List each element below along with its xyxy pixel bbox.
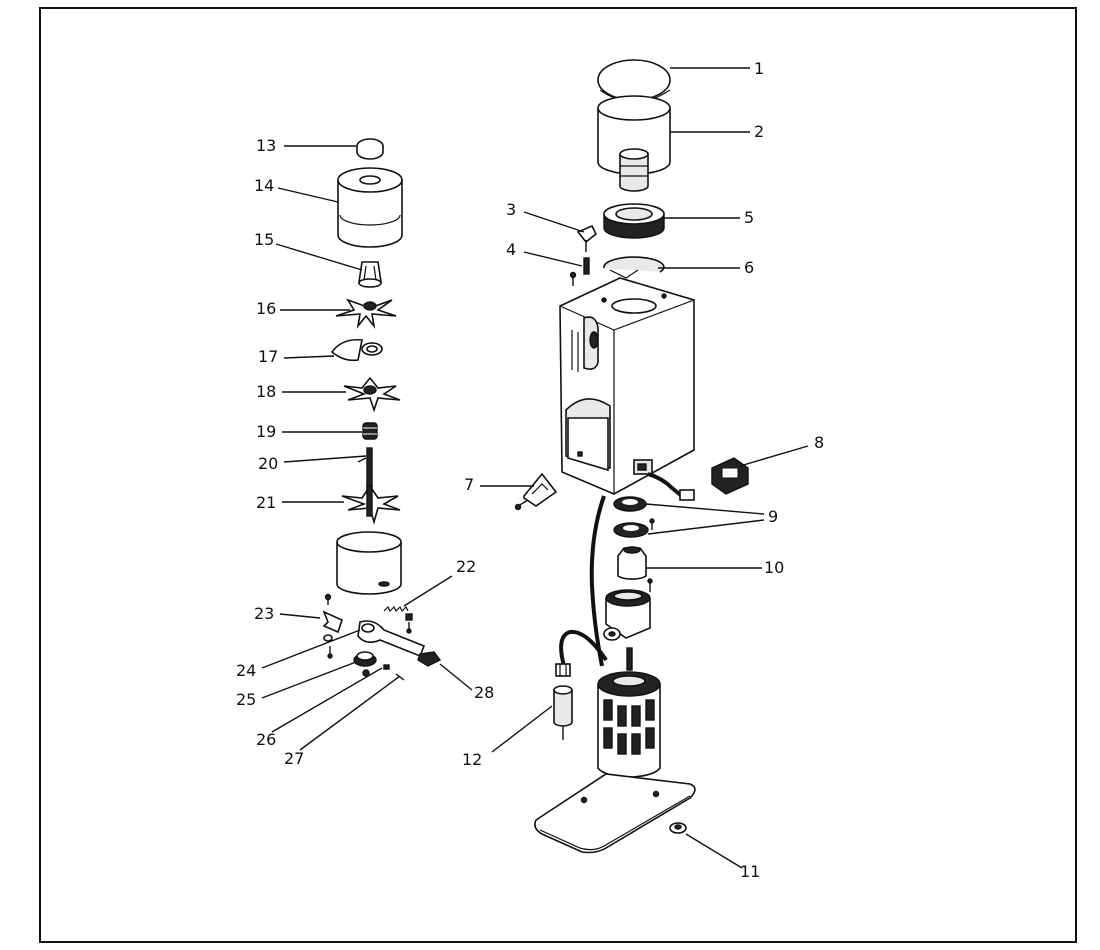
- leader-3: [523, 211, 585, 233]
- callout-15: 15: [254, 230, 274, 249]
- callout-7: 7: [464, 475, 474, 494]
- part-19-spring: [362, 422, 378, 440]
- part-10-coupling: [617, 546, 653, 592]
- callout-13: 13: [256, 136, 276, 155]
- leader-12: [491, 705, 553, 753]
- part-15-nozzle: [358, 261, 382, 288]
- leader-14: [277, 187, 339, 203]
- part-14-hopper: [337, 167, 403, 248]
- part-6-clip-ring: [603, 256, 665, 279]
- part-25-knob: [353, 651, 377, 667]
- callout-14: 14: [254, 176, 274, 195]
- callout-numbers: 1 2 3 4 5 6 7 8 9 10 11 12 13 14 15 16 1…: [236, 59, 824, 881]
- leader-17: [283, 355, 335, 359]
- part-18-star: [343, 376, 401, 413]
- callout-27: 27: [284, 749, 304, 768]
- grinder-housing: [559, 277, 695, 495]
- switch-connector: [679, 489, 695, 501]
- leader-23: [279, 613, 321, 619]
- leader-27: [299, 675, 401, 751]
- callout-3: 3: [506, 200, 516, 219]
- callout-4: 4: [506, 240, 516, 259]
- callout-12: 12: [462, 750, 482, 769]
- callout-22: 22: [456, 557, 476, 576]
- right-assembly: [514, 59, 749, 854]
- callout-20: 20: [258, 454, 278, 473]
- base-plate: [534, 773, 696, 854]
- leader-24: [261, 629, 361, 669]
- leader-22: [403, 575, 453, 607]
- callout-10: 10: [764, 558, 784, 577]
- left-assembly: [322, 138, 442, 681]
- grinding-bowl: [336, 531, 402, 595]
- callout-6: 6: [744, 258, 754, 277]
- leader-25: [261, 661, 357, 699]
- callout-11: 11: [740, 862, 760, 881]
- diagram-frame: [39, 7, 1077, 943]
- part-12-capacitor: [553, 663, 573, 740]
- part-5-burr-ring: [603, 203, 665, 239]
- callout-25: 25: [236, 690, 256, 709]
- leader-4: [523, 251, 583, 267]
- part-26-washer: [362, 664, 390, 677]
- gear-housing: [603, 589, 651, 641]
- part-3-knob: [576, 224, 598, 252]
- part-8-switch: [711, 457, 749, 495]
- part-23-bracket: [322, 593, 413, 634]
- callout-5: 5: [744, 208, 754, 227]
- callout-21: 21: [256, 493, 276, 512]
- callout-18: 18: [256, 382, 276, 401]
- callout-9: 9: [768, 507, 778, 526]
- callout-8: 8: [814, 433, 824, 452]
- switch-wire: [647, 472, 684, 498]
- part-27-pin: [395, 673, 405, 681]
- callout-28: 28: [474, 683, 494, 702]
- callout-2: 2: [754, 122, 764, 141]
- part-16-paddle: [335, 298, 397, 329]
- part-7-wedge: [514, 472, 558, 511]
- callout-24: 24: [236, 661, 256, 680]
- leader-20: [283, 455, 367, 463]
- motor: [597, 647, 661, 778]
- part-17-scoop: [330, 338, 383, 362]
- callout-17: 17: [258, 347, 278, 366]
- leader-11: [685, 833, 743, 869]
- part-21-star: [341, 484, 401, 525]
- part-13-cap: [356, 138, 384, 160]
- part-11-foot: [669, 822, 687, 834]
- part-4-screw: [569, 257, 590, 286]
- callout-23: 23: [254, 604, 274, 623]
- part-22-spring: [383, 605, 409, 613]
- leader-9b: [647, 519, 765, 535]
- callout-16: 16: [256, 299, 276, 318]
- callout-19: 19: [256, 422, 276, 441]
- power-cable: [589, 495, 606, 667]
- part-28-handle: [417, 651, 442, 667]
- leader-9a: [645, 503, 765, 515]
- capacitor-cable: [559, 629, 608, 667]
- leader-26: [271, 667, 383, 733]
- leader-8: [739, 445, 809, 467]
- leader-28: [439, 663, 473, 691]
- part-2-hopper: [597, 95, 671, 192]
- leader-lines: [261, 67, 809, 869]
- callout-26: 26: [256, 730, 276, 749]
- leader-15: [275, 243, 363, 271]
- callout-1: 1: [754, 59, 764, 78]
